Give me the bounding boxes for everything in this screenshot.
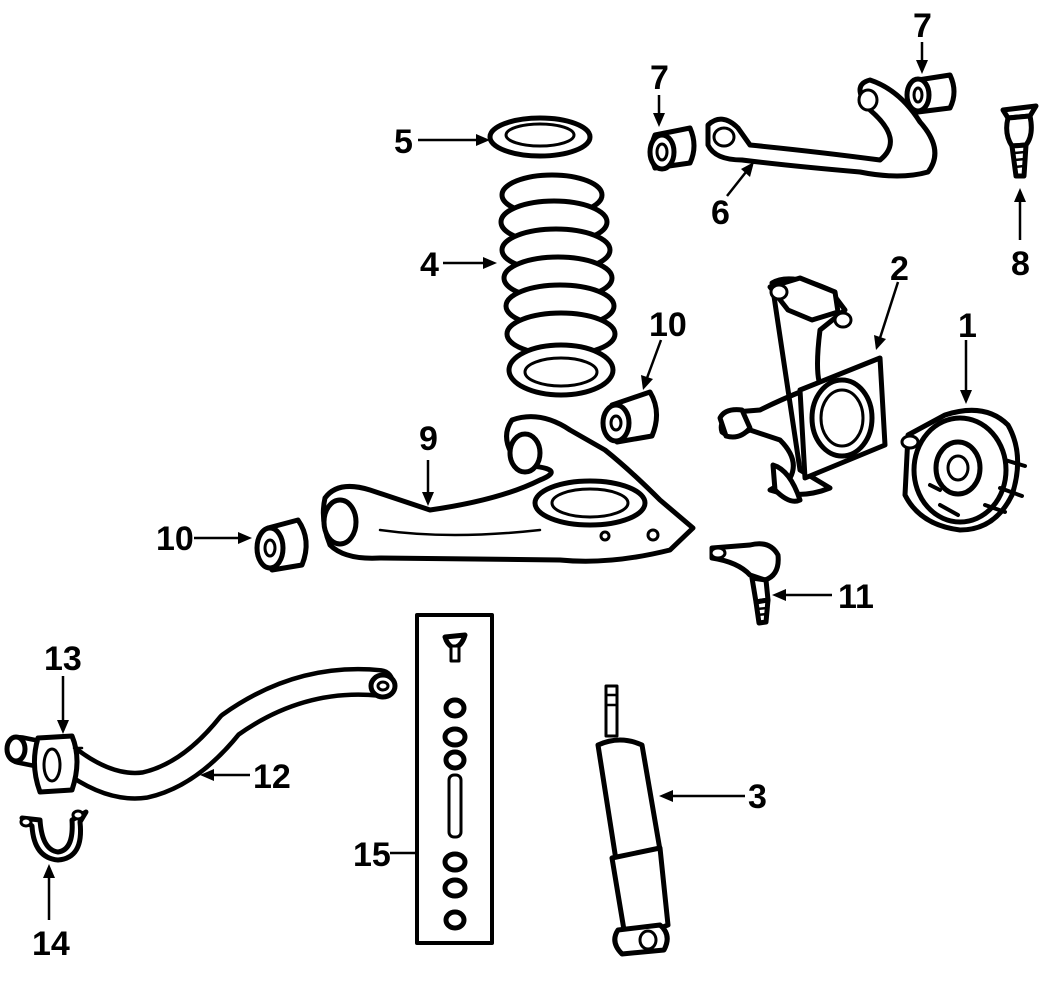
callout-3: 3 — [748, 778, 767, 816]
upper-arm-bushing-left-part[interactable] — [647, 125, 697, 172]
callout-14: 14 — [32, 925, 70, 963]
stabilizer-bracket-part[interactable] — [19, 809, 89, 863]
callout-10-left: 10 — [156, 520, 194, 558]
stabilizer-bar-part[interactable] — [4, 666, 398, 801]
callout-5: 5 — [394, 123, 413, 161]
callout-4: 4 — [420, 246, 439, 284]
upper-arm-bushing-right-part[interactable] — [904, 72, 957, 115]
callout-8: 8 — [1011, 245, 1030, 283]
stabilizer-bushing-part[interactable] — [32, 733, 84, 795]
lower-arm-bushing-left-part[interactable] — [254, 517, 309, 573]
callout-15: 15 — [353, 836, 391, 874]
lower-arm-bushing-upper-part[interactable] — [600, 389, 659, 445]
spring-insulator-part[interactable] — [487, 115, 593, 159]
callout-12: 12 — [253, 758, 291, 796]
callout-2: 2 — [890, 250, 909, 288]
lower-ball-joint-part[interactable] — [709, 541, 781, 626]
steering-knuckle-part[interactable] — [717, 275, 888, 504]
upper-control-arm-part[interactable] — [705, 77, 938, 179]
wheel-hub-part[interactable] — [900, 407, 1027, 533]
callout-1: 1 — [958, 307, 977, 345]
stabilizer-link-kit-part[interactable] — [415, 613, 494, 945]
callout-10-upper: 10 — [649, 306, 687, 344]
lower-control-arm-part[interactable] — [320, 414, 696, 564]
callout-7-left: 7 — [650, 59, 669, 97]
coil-spring-part[interactable] — [498, 172, 618, 398]
callout-6: 6 — [711, 194, 730, 232]
callout-9: 9 — [419, 420, 438, 458]
upper-ball-joint-part[interactable] — [1000, 103, 1039, 179]
callout-11: 11 — [838, 578, 874, 616]
callout-7-right: 7 — [913, 7, 932, 45]
shock-absorber-part[interactable] — [595, 684, 671, 957]
leader-lines — [43, 42, 1026, 920]
callout-13: 13 — [44, 640, 82, 678]
